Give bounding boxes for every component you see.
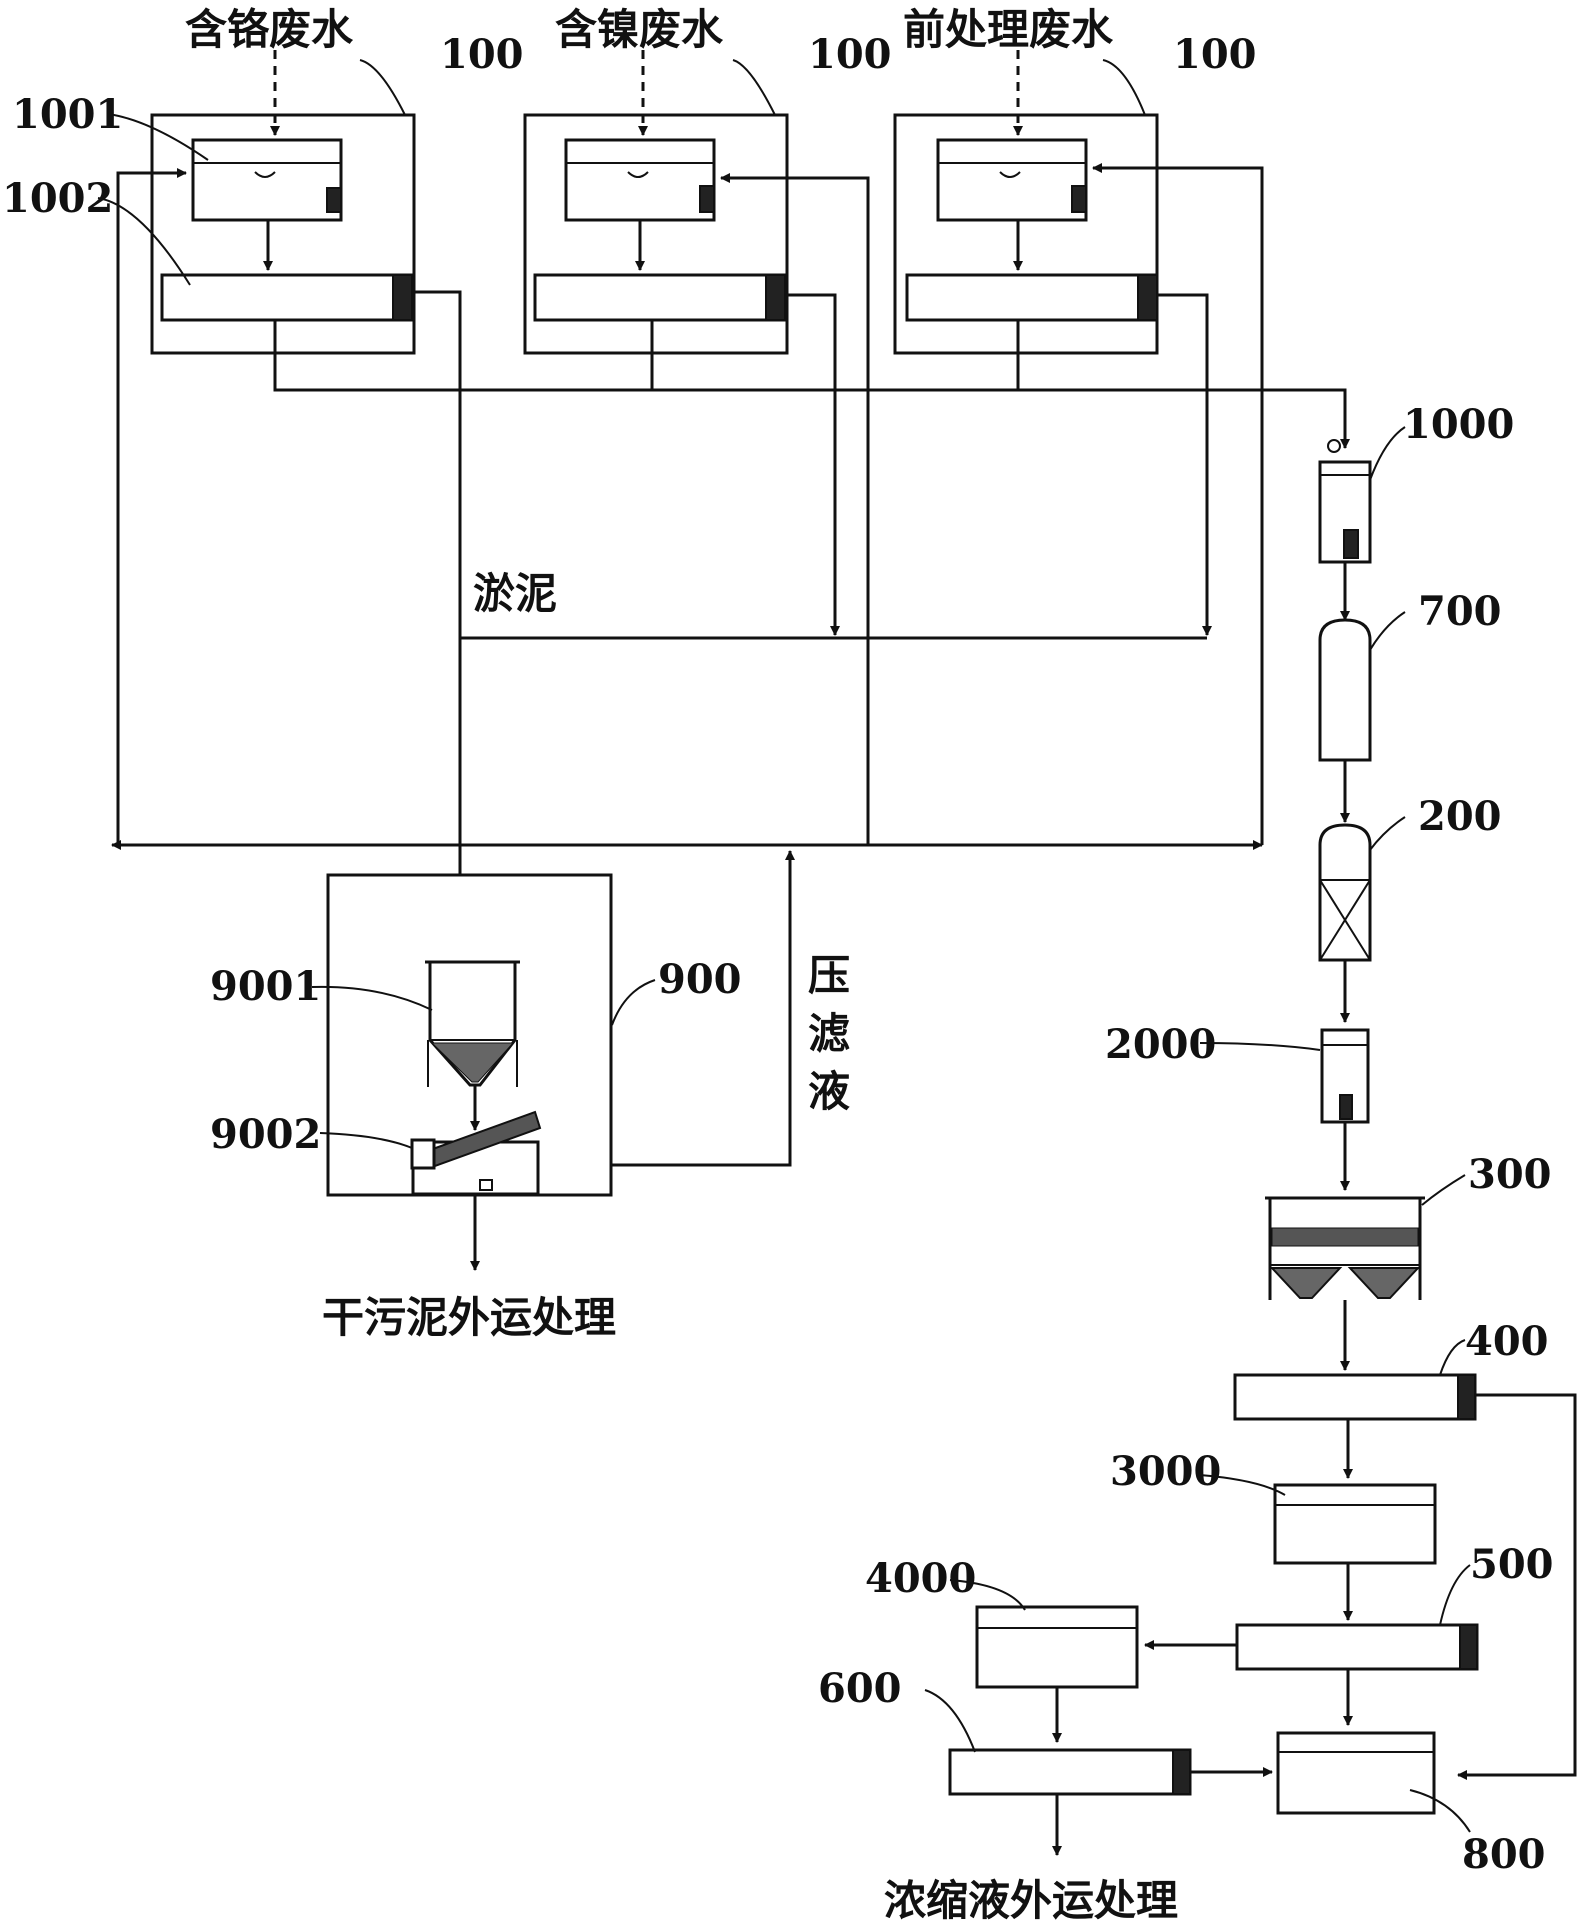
ref-2000: 2000 (1105, 1021, 1216, 1068)
ref-200: 200 (1418, 793, 1502, 840)
pipe-network (111, 163, 1350, 1167)
ref-100-c: 100 (1173, 31, 1257, 78)
ref-700: 700 (1418, 588, 1502, 635)
ref-9002: 9002 (210, 1111, 321, 1158)
agitator-motor-icon (699, 185, 715, 213)
treatment-train (948, 439, 1577, 1856)
tank-800 (1276, 1731, 1436, 1815)
settler-300 (1265, 1196, 1425, 1300)
filtrate-label-3: 液 (808, 1067, 850, 1116)
resin-column-200 (1318, 823, 1372, 962)
ref-9001: 9001 (210, 963, 321, 1010)
concentrate-label: 浓缩液外运处理 (884, 1876, 1178, 1925)
ref-800: 800 (1462, 1831, 1546, 1878)
pretreatment-unit-nickel (523, 50, 789, 355)
source-label-nickel: 含镍废水 (555, 5, 724, 54)
ref-100-a: 100 (440, 31, 524, 78)
membrane-500 (1235, 1623, 1479, 1671)
sludge-treatment-900 (326, 873, 613, 1271)
membrane-600 (948, 1748, 1192, 1796)
ref-1002: 1002 (2, 175, 113, 222)
ref-100-b: 100 (808, 31, 892, 78)
sludge-label: 淤泥 (473, 569, 557, 618)
membrane-module-ni (533, 273, 787, 322)
reference-numbers: 100 100 100 1001 1002 1000 700 200 2000 … (2, 31, 1554, 1878)
ref-1000: 1000 (1403, 401, 1514, 448)
membrane-module-pre (905, 273, 1159, 322)
membrane-400 (1233, 1373, 1477, 1421)
agitator-motor-icon (1071, 185, 1087, 213)
filtrate-label-2: 滤 (808, 1009, 850, 1058)
tank-3000 (1273, 1483, 1437, 1565)
labels: 含铬废水 含镍废水 前处理废水 淤泥 压 滤 液 干污泥外运处理 浓缩液外运处理 (185, 5, 1178, 1925)
filtrate-label-1: 压 (808, 951, 850, 1000)
ref-300: 300 (1468, 1151, 1552, 1198)
agitator-motor-icon (326, 187, 342, 213)
leader-lines (97, 59, 1471, 1833)
filter-700 (1318, 618, 1372, 762)
ref-900: 900 (658, 956, 742, 1003)
membrane-module-1002 (160, 273, 414, 322)
ref-400: 400 (1465, 1318, 1549, 1365)
reaction-tank-pre (936, 138, 1088, 222)
tank-4000 (975, 1605, 1139, 1689)
ref-4000: 4000 (865, 1555, 976, 1602)
source-label-chromium: 含铬废水 (185, 5, 354, 54)
ref-600: 600 (818, 1665, 902, 1712)
pretreatment-unit-chromium (150, 50, 416, 355)
reaction-tank-ni (564, 138, 716, 222)
ref-1001: 1001 (12, 91, 123, 138)
ref-3000: 3000 (1110, 1448, 1221, 1495)
dry-sludge-label: 干污泥外运处理 (322, 1293, 616, 1342)
ref-500: 500 (1470, 1541, 1554, 1588)
pretreatment-unit-pre (893, 50, 1159, 355)
reaction-tank-1001 (191, 138, 343, 222)
source-label-pretreatment: 前处理废水 (903, 5, 1114, 54)
